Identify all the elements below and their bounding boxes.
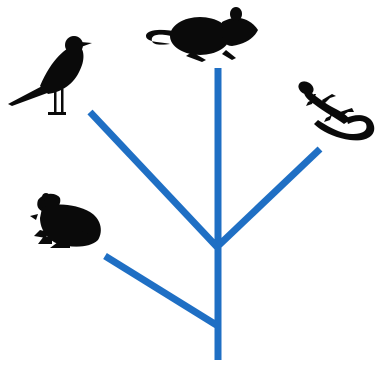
tree-branches: [90, 68, 320, 360]
bird-branch: [90, 112, 218, 248]
lizard-icon: [296, 79, 374, 141]
lizard-branch: [218, 149, 320, 246]
frog-icon: [30, 193, 101, 248]
frog-branch: [105, 256, 218, 326]
mouse-icon: [146, 7, 258, 62]
bird-icon: [8, 36, 92, 115]
